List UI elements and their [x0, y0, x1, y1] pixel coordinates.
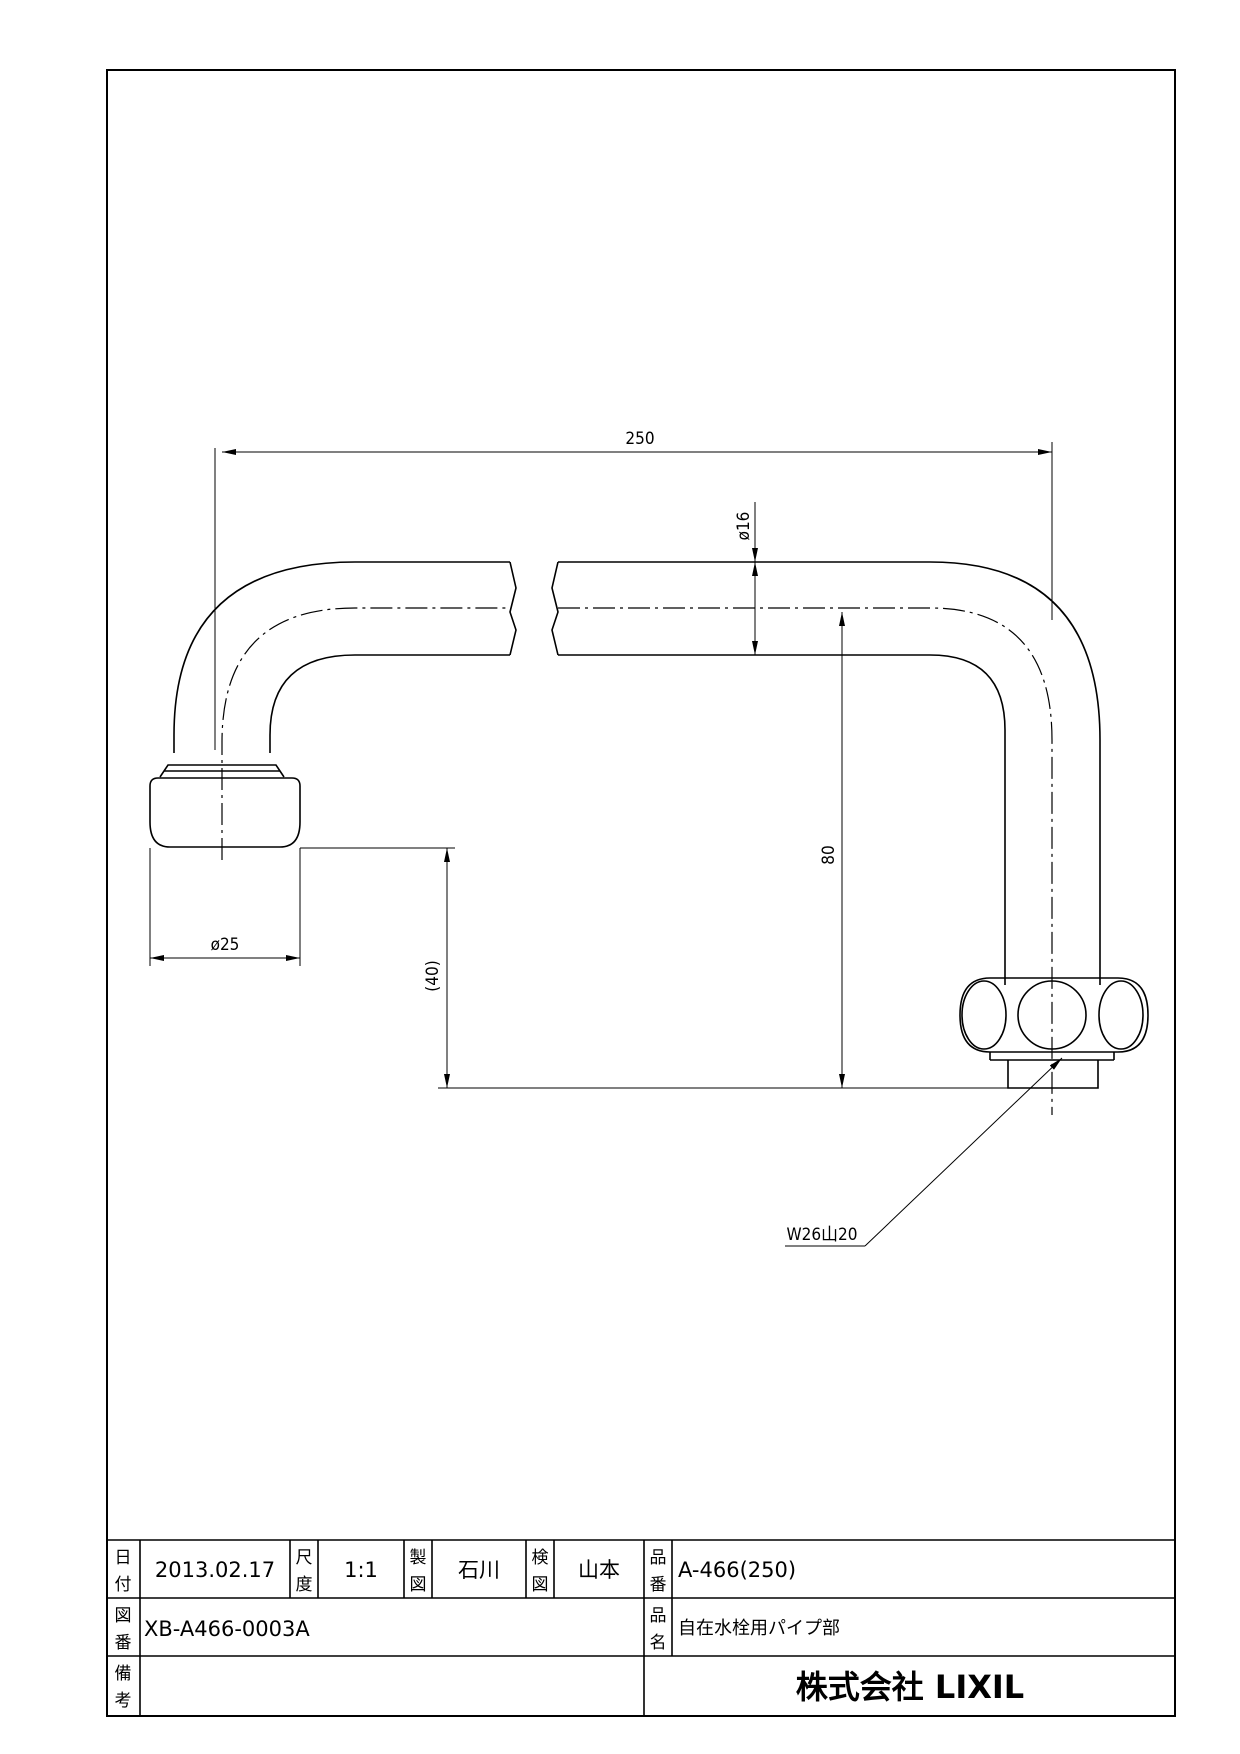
pipe-centerline: [221, 607, 1053, 1115]
value-drawing-no: XB-A466-0003A: [144, 1617, 310, 1641]
dim-pipe-diameter: ø16: [734, 512, 754, 541]
value-part-name: 自在水栓用パイプ部: [678, 1618, 840, 1639]
dim-height: 80: [819, 845, 839, 864]
pipe-outline: [173, 561, 1101, 985]
label-scale-2: 度: [296, 1575, 313, 1595]
value-checked: 山本: [578, 1558, 620, 1582]
dim-overall-length: 250: [625, 429, 654, 449]
dimension-lines: [149, 442, 1063, 1247]
dim-spout-height: (40): [423, 960, 443, 991]
label-scale: 尺: [296, 1548, 313, 1568]
sheet-border: [106, 69, 1176, 1717]
label-remarks-2: 考: [115, 1691, 132, 1711]
label-drawn-2: 図: [410, 1575, 427, 1595]
label-remarks: 備: [115, 1664, 132, 1684]
label-part-no: 品: [650, 1548, 667, 1568]
value-part-no: A-466(250): [678, 1558, 796, 1582]
label-date: 日: [115, 1548, 132, 1568]
dim-spout-diameter: ø25: [211, 935, 240, 955]
label-part-name: 品: [650, 1606, 667, 1626]
value-scale: 1:1: [344, 1558, 378, 1582]
label-part-no-2: 番: [650, 1575, 667, 1595]
value-date: 2013.02.17: [155, 1558, 275, 1582]
spout-nut: [149, 764, 301, 848]
label-checked-2: 図: [532, 1575, 549, 1595]
label-part-name-2: 名: [650, 1633, 667, 1653]
label-drawn: 製: [410, 1548, 427, 1568]
dim-thread-spec: W26山20: [786, 1225, 857, 1245]
label-checked: 検: [532, 1548, 549, 1568]
company-name: 株式会社 LIXIL: [796, 1668, 1024, 1706]
label-drawing-no-2: 番: [115, 1633, 132, 1653]
label-drawing-no: 図: [115, 1606, 132, 1626]
coupling-nut: [959, 977, 1149, 1089]
value-drawn: 石川: [458, 1558, 500, 1582]
label-date-2: 付: [115, 1575, 132, 1595]
title-block-grid: [107, 1539, 1175, 1716]
